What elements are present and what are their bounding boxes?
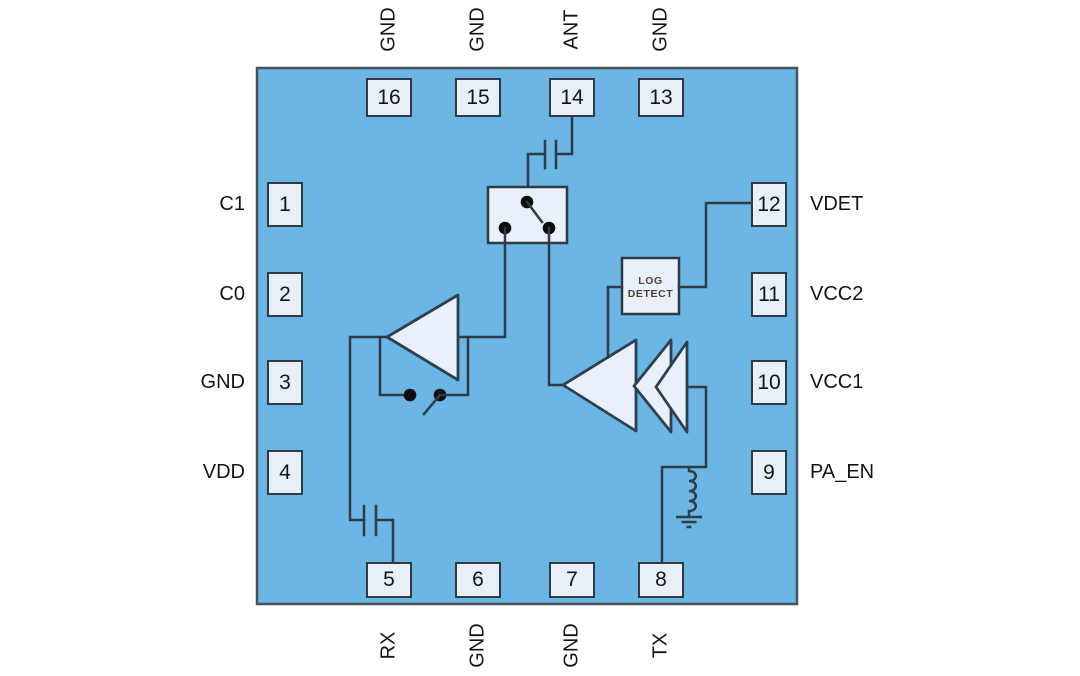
pin-1-box: 1 [267,182,303,227]
pin-10-box: 10 [751,360,787,405]
pin-label-text: GND [200,371,245,393]
pin-12-label: VDET [810,182,940,227]
pin-11-box: 11 [751,272,787,317]
pin-label-text: GND [466,6,489,52]
pin-4-box: 4 [267,450,303,495]
wire-switch-to-lna [456,226,507,339]
pin-label-text: TX [649,632,672,658]
bypass-switch-left-contact [403,388,417,402]
pin-7-label: GND [549,616,595,674]
pin-15-label: GND [455,0,501,58]
pin-1-label: C1 [115,182,245,227]
wire-cap-to-switch [526,152,547,190]
pin-13-label: GND [638,0,684,58]
pin-15-box: 15 [455,78,501,117]
pin-14-label: ANT [549,0,595,58]
pin-label-text: GND [560,622,583,668]
chip-body [255,66,799,606]
wire-switch-to-pa [547,226,565,387]
wire-logdetect-to-pa [606,285,624,359]
wire-pa-input-to-tx-pin [660,385,708,564]
pin-2-box: 2 [267,272,303,317]
pin-7-box: 7 [549,562,595,598]
wire-lna-output [348,335,389,522]
pin-6-label: GND [455,616,501,674]
pin-label-text: C0 [219,283,245,305]
pin-3-box: 3 [267,360,303,405]
pin-label-text: VCC2 [810,283,864,305]
pin-label-text: GND [377,6,400,52]
wire-bypass-right [438,335,470,397]
log-detect-label-line2: DETECT [628,288,674,300]
pin-5-box: 5 [366,562,412,598]
pin-label-text: GND [466,622,489,668]
pin-4-label: VDD [115,450,245,495]
pin-14-box: 14 [549,78,595,117]
pin-8-label: TX [638,616,684,674]
choke-inductor-icon [687,467,697,516]
pin-5-label: RX [366,616,412,674]
pin-label-text: PA_EN [810,461,875,483]
pin-3-label: GND [115,360,245,405]
wire-bypass-left [378,335,412,397]
antenna-switch-arm [525,200,544,224]
bypass-switch-arm [422,393,442,416]
pin-9-box: 9 [751,450,787,495]
pin-12-box: 12 [751,182,787,227]
wire-ant-to-cap [554,115,574,156]
pin-label-text: GND [649,6,672,52]
pin-label-text: VDD [202,461,245,483]
pin-label-text: ANT [560,9,583,49]
pin-11-label: VCC2 [810,272,940,317]
pin-9-label: PA_EN [810,450,940,495]
pin-label-text: C1 [219,193,245,215]
pin-16-box: 16 [366,78,412,117]
lna-amplifier-icon [385,293,460,382]
pin-label-text: VDET [810,193,864,215]
pin-13-box: 13 [638,78,684,117]
pin-16-label: GND [366,0,412,58]
antenna-switch-box [486,185,569,245]
log-detect-label-line1: LOG [638,275,663,287]
wire-cap-to-rx-pin [374,518,395,564]
pin-2-label: C0 [115,272,245,317]
pin-10-label: VCC1 [810,360,940,405]
pin-8-box: 8 [638,562,684,598]
pin-6-box: 6 [455,562,501,598]
wire-logdetect-to-vdet-pin [677,201,753,289]
pin-label-text: VCC1 [810,371,864,393]
ground-symbol-icon [676,515,702,529]
pin-label-text: RX [377,631,400,659]
